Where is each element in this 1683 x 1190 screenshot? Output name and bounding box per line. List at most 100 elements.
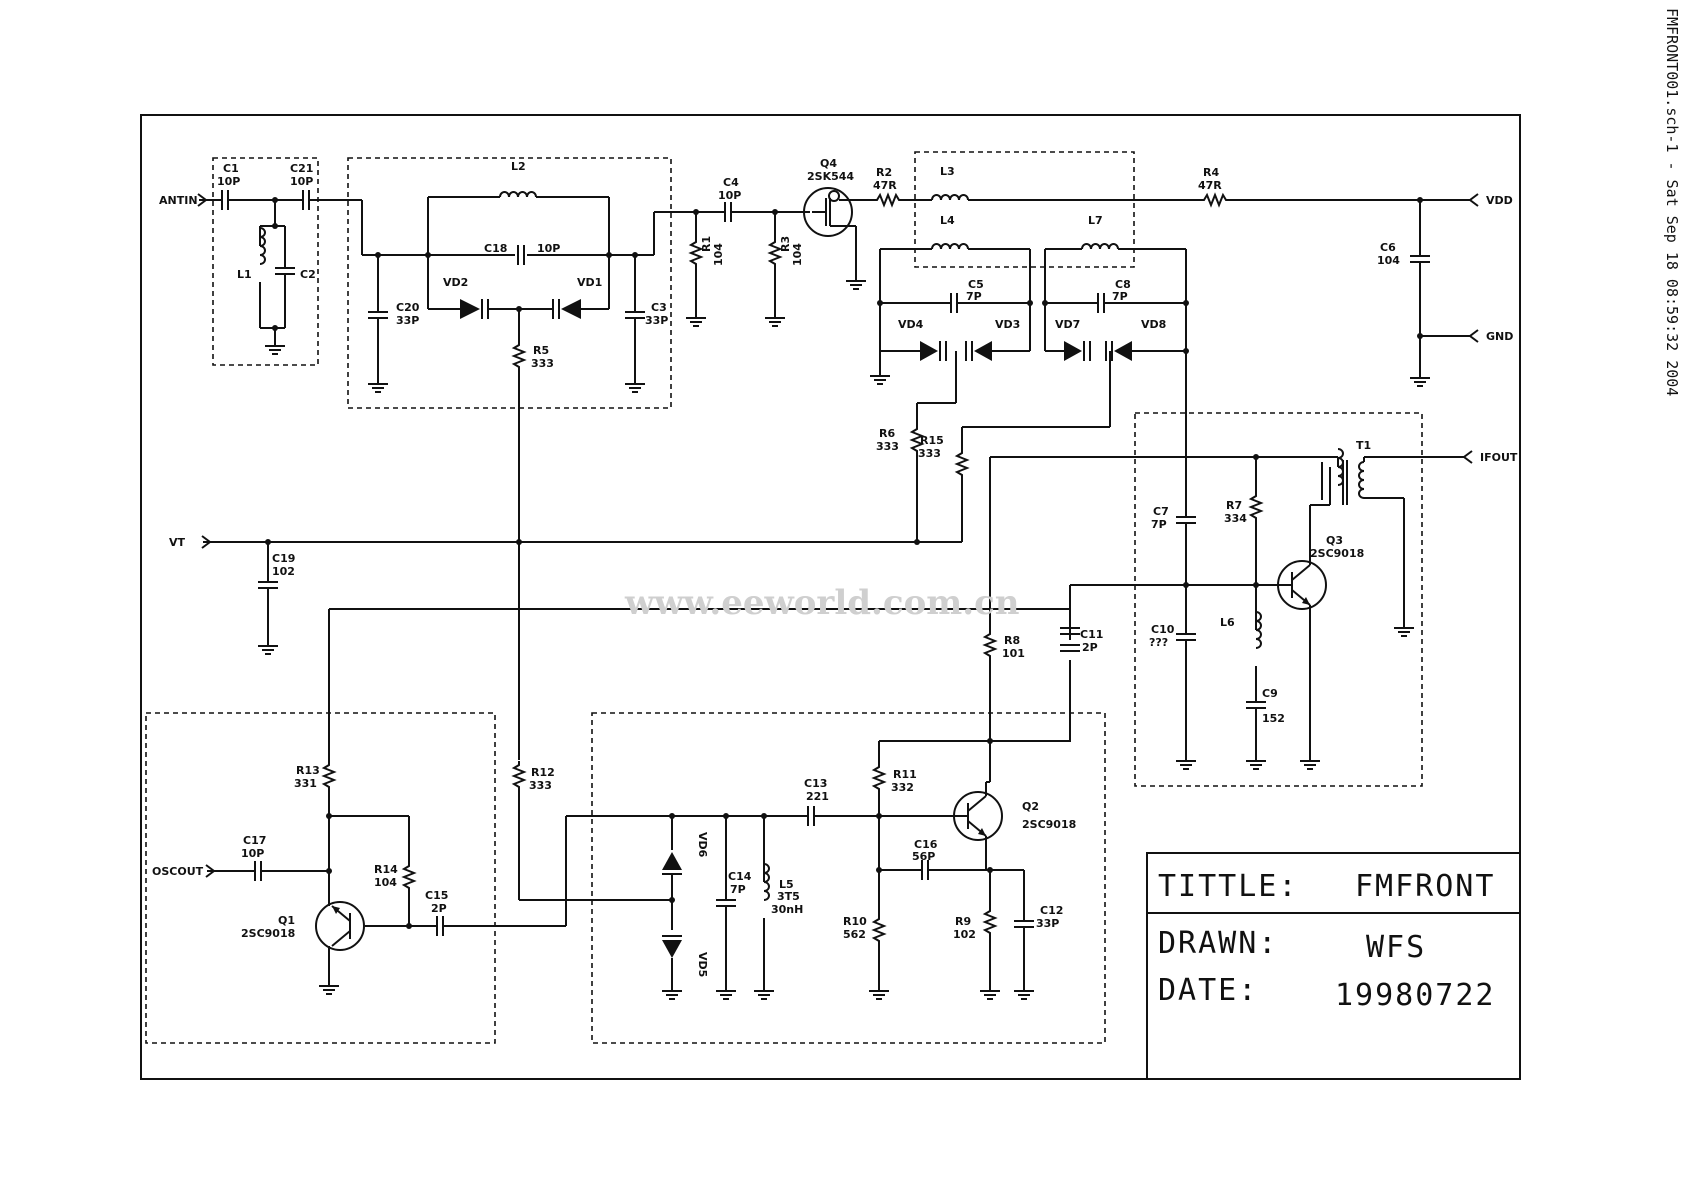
port-antin: ANTIN (159, 194, 198, 207)
svg-text:C12: C12 (1040, 904, 1063, 917)
svg-text:333: 333 (876, 440, 899, 453)
l3-box (914, 151, 1135, 268)
svg-text:30nH: 30nH (771, 903, 803, 916)
svg-text:C15: C15 (425, 889, 448, 902)
svg-text:VD1: VD1 (577, 276, 602, 289)
svg-text:C6: C6 (1380, 241, 1396, 254)
svg-text:7P: 7P (1112, 290, 1128, 303)
svg-text:104: 104 (791, 243, 804, 266)
svg-text:Q1: Q1 (278, 914, 295, 927)
svg-text:152: 152 (1262, 712, 1285, 725)
svg-text:C20: C20 (396, 301, 420, 314)
svg-text:C16: C16 (914, 838, 938, 851)
title-block (1146, 852, 1520, 1079)
svg-text:VD2: VD2 (443, 276, 468, 289)
svg-text:R10: R10 (843, 915, 867, 928)
svg-text:10P: 10P (290, 175, 313, 188)
svg-text:R15: R15 (920, 434, 944, 447)
antenna-filter-box (212, 157, 319, 366)
svg-text:3T5: 3T5 (777, 890, 800, 903)
svg-text:C3: C3 (651, 301, 667, 314)
svg-text:104: 104 (1377, 254, 1400, 267)
svg-text:R4: R4 (1203, 166, 1219, 179)
svg-text:???: ??? (1149, 636, 1168, 649)
svg-text:334: 334 (1224, 512, 1247, 525)
svg-text:Q2: Q2 (1022, 800, 1039, 813)
svg-text:2P: 2P (1082, 641, 1098, 654)
svg-text:C13: C13 (804, 777, 827, 790)
port-ifout: IFOUT (1480, 451, 1518, 464)
watermark: www.eeworld.com.cn (624, 583, 1020, 623)
port-oscout: OSCOUT (152, 865, 204, 878)
svg-text:Q4: Q4 (820, 157, 837, 170)
svg-text:VD8: VD8 (1141, 318, 1166, 331)
svg-text:C9: C9 (1262, 687, 1278, 700)
q4-transistor (803, 187, 856, 237)
svg-text:10P: 10P (241, 847, 264, 860)
svg-text:C7: C7 (1153, 505, 1169, 518)
svg-text:333: 333 (529, 779, 552, 792)
svg-text:331: 331 (294, 777, 317, 790)
svg-text:C11: C11 (1080, 628, 1103, 641)
svg-text:VD5: VD5 (696, 952, 709, 977)
svg-text:7P: 7P (1151, 518, 1167, 531)
svg-text:2SC9018: 2SC9018 (1022, 818, 1076, 831)
svg-text:C8: C8 (1115, 278, 1131, 291)
svg-text:L5: L5 (779, 878, 794, 891)
svg-text:101: 101 (1002, 647, 1025, 660)
svg-text:102: 102 (953, 928, 976, 941)
svg-text:R7: R7 (1226, 499, 1242, 512)
svg-text:L7: L7 (1088, 214, 1103, 227)
svg-text:10P: 10P (718, 189, 741, 202)
drawn-label: DRAWN: (1158, 926, 1278, 961)
svg-text:C17: C17 (243, 834, 266, 847)
svg-text:VD4: VD4 (898, 318, 924, 331)
title-value: FMFRONT (1355, 869, 1495, 904)
svg-text:2SC9018: 2SC9018 (241, 927, 295, 940)
svg-text:R9: R9 (955, 915, 971, 928)
svg-text:Q3: Q3 (1326, 534, 1343, 547)
svg-text:VD7: VD7 (1055, 318, 1080, 331)
svg-text:C21: C21 (290, 162, 313, 175)
svg-text:56P: 56P (912, 850, 935, 863)
svg-text:C18: C18 (484, 242, 507, 255)
mixer-box (1134, 412, 1423, 787)
date-label: DATE: (1158, 973, 1258, 1008)
svg-text:2SK544: 2SK544 (807, 170, 854, 183)
svg-text:10P: 10P (537, 242, 560, 255)
svg-text:R5: R5 (533, 344, 549, 357)
svg-text:R11: R11 (893, 768, 917, 781)
svg-text:33P: 33P (396, 314, 419, 327)
svg-text:C4: C4 (723, 176, 739, 189)
svg-text:C10: C10 (1151, 623, 1175, 636)
svg-text:333: 333 (918, 447, 941, 460)
svg-text:2P: 2P (431, 902, 447, 915)
oscillator-box (591, 712, 1106, 1044)
title-label: TITTLE: (1158, 869, 1298, 904)
gnd-port (1469, 329, 1479, 343)
svg-text:R13: R13 (296, 764, 320, 777)
osc-buffer-box (145, 712, 496, 1044)
svg-text:104: 104 (712, 243, 725, 266)
svg-text:7P: 7P (730, 883, 746, 896)
date-value: 19980722 (1335, 978, 1496, 1013)
svg-text:R6: R6 (879, 427, 895, 440)
svg-text:L1: L1 (237, 268, 252, 281)
port-vdd: VDD (1486, 194, 1513, 207)
svg-text:7P: 7P (966, 290, 982, 303)
svg-text:10P: 10P (217, 175, 240, 188)
svg-text:R1: R1 (700, 236, 713, 252)
svg-text:47R: 47R (1198, 179, 1222, 192)
svg-text:C5: C5 (968, 278, 984, 291)
vdd-port (1469, 193, 1479, 207)
svg-text:333: 333 (531, 357, 554, 370)
rf-filter-box (347, 157, 672, 409)
side-stamp: FMFRONT001.sch-1 - Sat Sep 18 08:59:32 2… (1663, 8, 1681, 396)
svg-text:C14: C14 (728, 870, 752, 883)
svg-text:C2: C2 (300, 268, 316, 281)
drawn-value: WFS (1366, 930, 1426, 965)
svg-text:562: 562 (843, 928, 866, 941)
svg-text:C19: C19 (272, 552, 295, 565)
svg-text:R14: R14 (374, 863, 398, 876)
